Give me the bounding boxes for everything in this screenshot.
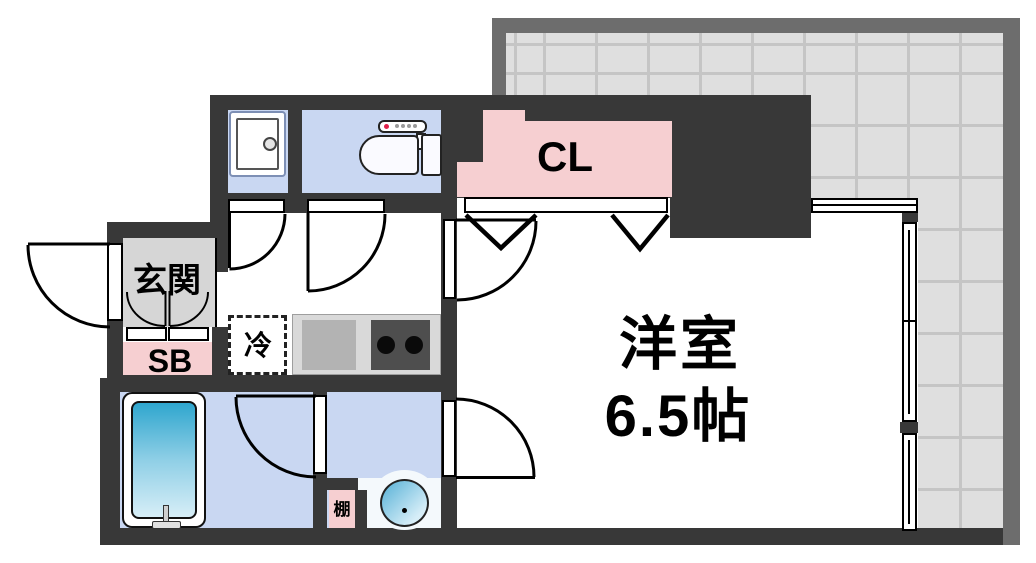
closet-area <box>457 162 672 197</box>
bath-faucet-base-icon <box>152 521 181 529</box>
basin-drain-icon <box>402 508 407 513</box>
balcony-outer-wall-right <box>1003 18 1020 545</box>
toilet-tank <box>421 134 442 176</box>
sliding-window-right-lower <box>902 433 917 531</box>
panel-red-dot-icon <box>384 124 389 129</box>
main-room-name-label: 洋室 <box>618 312 742 377</box>
window-separator <box>900 422 918 433</box>
stove-burner-icon <box>377 336 395 354</box>
panel-dot-icon <box>401 124 405 128</box>
washer-room-doorway <box>228 199 285 213</box>
refrigerator-label: 冷 <box>243 330 273 361</box>
closet-area <box>483 121 672 162</box>
shoe-box-label: SB <box>147 343 193 379</box>
panel-dot-icon <box>413 124 417 128</box>
entrance-step <box>168 327 209 341</box>
closet-folding-doorway <box>464 197 668 213</box>
bathroom-door-leaf <box>313 395 327 474</box>
wall-block <box>670 95 811 238</box>
wall <box>107 222 228 238</box>
refrigerator-space <box>228 315 287 375</box>
wall <box>355 490 367 530</box>
entrance-doorway <box>107 243 123 321</box>
balcony-outer-wall-stub <box>492 18 506 95</box>
toilet-bowl <box>359 135 419 175</box>
wall-bottom <box>100 528 1003 545</box>
wall <box>441 95 457 545</box>
closet-area <box>483 110 525 121</box>
balcony-outer-wall-top <box>493 18 1020 33</box>
panel-dot-icon <box>407 124 411 128</box>
wall <box>100 378 120 545</box>
wall <box>327 478 358 490</box>
wall <box>288 108 302 200</box>
wall <box>107 375 457 392</box>
stove-burner-icon <box>405 336 423 354</box>
main-room-size-label: 6.5帖 <box>604 384 752 449</box>
shelf <box>329 490 355 528</box>
kitchen-sink <box>302 320 356 370</box>
sliding-window-top <box>811 198 918 213</box>
entrance-step <box>126 327 167 341</box>
folding-door-marks <box>464 213 670 253</box>
entrance-label: 玄関 <box>133 262 201 300</box>
toilet-doorway <box>307 199 385 213</box>
shoe-box <box>123 342 212 375</box>
wall <box>210 95 457 110</box>
washroom-door-leaf <box>442 400 456 477</box>
closet-label: CL <box>537 133 593 180</box>
panel-dot-icon <box>395 124 399 128</box>
main-room-door-leaf <box>443 219 456 299</box>
wall <box>210 95 228 222</box>
wash-basin <box>380 479 429 527</box>
drain-circle-icon <box>263 137 277 151</box>
shelf-label: 棚 <box>333 500 351 519</box>
sliding-window-right-upper <box>902 222 917 422</box>
window-cap <box>902 213 918 222</box>
bathtub <box>131 401 197 519</box>
